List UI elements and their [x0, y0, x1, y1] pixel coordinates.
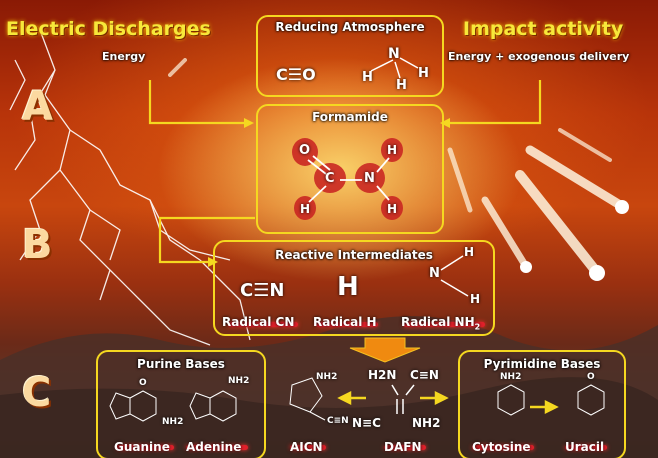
guanine-nh2: NH2: [162, 417, 184, 427]
purine-bases-title: Purine Bases: [137, 357, 225, 371]
aicn-label: AICN: [290, 440, 323, 454]
radical-cn-highlight: [228, 322, 298, 327]
atom-o: O: [299, 143, 311, 158]
dafn-cn-top: C≡N: [410, 368, 439, 382]
foreground: [0, 377, 658, 458]
dafn-highlight: [384, 445, 426, 450]
left-subtitle: Energy: [102, 50, 146, 63]
nh3-h1: H: [362, 70, 373, 85]
left-title: Electric Discharges: [6, 18, 211, 40]
atom-n: N: [364, 171, 375, 186]
atom-h-n-top: H: [387, 143, 398, 157]
dafn-nc: N≡C: [352, 416, 381, 430]
cn-formula: C☰N: [240, 280, 285, 301]
atom-h-n-bottom: H: [387, 202, 398, 216]
stage-c-label: C: [22, 370, 52, 416]
purine-bases-box: [96, 350, 266, 458]
dafn-arrows: [337, 390, 559, 415]
nh3-h3: H: [418, 66, 429, 81]
nh3-h2: H: [396, 78, 407, 93]
flow-arrows: [148, 80, 542, 264]
radical-nh2-label: Radical NH2: [401, 315, 481, 332]
guanine-highlight: [116, 445, 174, 450]
nh2-h1: H: [464, 245, 475, 259]
aicn-highlight: [290, 445, 326, 450]
radical-nh2-highlight: [403, 322, 485, 327]
aicn-cn: C≡N: [327, 416, 349, 426]
nh3-n: N: [388, 46, 400, 62]
pyrimidine-bases-box: [458, 350, 626, 458]
nh2-h2: H: [470, 292, 481, 306]
reactive-intermediates-box: [213, 240, 495, 336]
stage-a-label: A: [22, 84, 53, 130]
uracil-label: Uracil: [565, 440, 605, 454]
meteors: [168, 58, 629, 281]
adenine-label: Adenine: [186, 440, 242, 454]
right-title: Impact activity: [463, 18, 624, 40]
uracil-o: O: [587, 372, 595, 382]
uracil-highlight: [565, 445, 607, 450]
right-subtitle: Energy + exogenous delivery: [448, 50, 630, 63]
formamide-title: Formamide: [312, 110, 388, 124]
atom-h-c: H: [300, 202, 311, 216]
reactive-intermediates-title: Reactive Intermediates: [275, 248, 433, 262]
guanine-label: Guanine: [114, 440, 170, 454]
h-formula: H: [337, 272, 359, 302]
cytosine-nh2: NH2: [500, 372, 522, 382]
reducing-atmosphere-title: Reducing Atmosphere: [275, 20, 425, 34]
cytosine-highlight: [472, 445, 534, 450]
co-formula: C☰O: [276, 65, 316, 84]
radical-h-label: Radical H: [313, 315, 377, 329]
down-arrow: [349, 337, 421, 363]
adenine-nh2: NH2: [228, 376, 250, 386]
dafn-label: DAFN: [384, 440, 422, 454]
radical-cn-label: Radical CN: [222, 315, 295, 329]
nh2-n: N: [429, 266, 440, 281]
cytosine-label: Cytosine: [472, 440, 531, 454]
radical-h-highlight: [316, 322, 378, 327]
atom-c: C: [325, 171, 335, 186]
aicn-nh2: NH2: [316, 372, 338, 382]
pyrimidine-bases-title: Pyrimidine Bases: [483, 357, 601, 371]
formamide-box: [256, 104, 444, 234]
reducing-atmosphere-box: [256, 15, 444, 97]
dafn-nh2: NH2: [412, 416, 441, 430]
dafn-h2n: H2N: [368, 368, 397, 382]
guanine-o: O: [139, 378, 147, 388]
adenine-highlight: [186, 445, 248, 450]
stage-b-label: B: [22, 222, 53, 268]
